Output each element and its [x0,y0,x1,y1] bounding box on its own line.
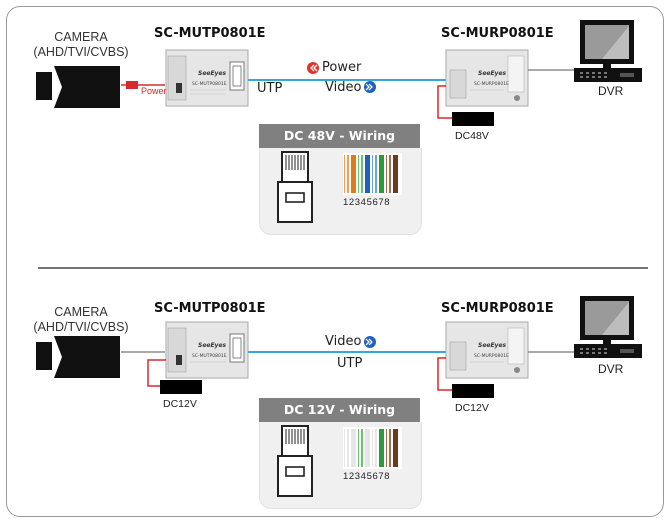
power-connector [126,81,138,89]
video-signal-label: Video [325,80,362,95]
wire-color-pattern [343,427,402,469]
transmitter-device [165,321,249,379]
camera-label-line1: CAMERA [54,30,108,44]
rx-power-wire [437,357,452,391]
double-chevron-right-icon [364,81,376,93]
camera-label: CAMERA (AHD/TVI/CVBS) [26,305,136,335]
double-chevron-right-icon [364,336,376,348]
rx-brand: SeeEyes [478,342,507,349]
transmitter-device [165,49,249,107]
rx-power-label: DC48V [455,130,489,142]
camera-icon [36,66,120,108]
rx-brand: SeeEyes [478,70,507,77]
utp-cable-label: UTP [337,356,363,371]
rx-model: SC-MURP0801E [474,82,509,87]
tx-title: SC-MUTP0801E [154,26,266,41]
wiring-pin-numbers-bottom: 12345678 [343,471,391,482]
rx-power-supply [452,384,494,398]
video-signal-label: Video [325,334,362,349]
rj45-connector-icon [277,425,313,497]
dvr-label: DVR [598,84,624,98]
rx-title: SC-MURP0801E [441,26,554,41]
camera-icon [36,336,120,378]
rx-power-label: DC12V [455,402,489,414]
double-chevron-left-icon [307,62,319,74]
camera-label-line1: CAMERA [54,305,108,319]
dvr-icon [574,296,642,358]
rx-power-wire [437,85,452,119]
camera-label-line2: (AHD/TVI/CVBS) [33,45,129,59]
dvr-label: DVR [598,362,624,376]
tx-power-wire [147,359,166,387]
receiver-device [445,49,529,107]
camera-power-tag: Power [141,86,167,96]
wire-color-pattern [343,153,402,195]
tx-model: SC-MUTP0801E [192,82,227,87]
tx-brand: SeeEyes [198,342,227,349]
wiring-pin-numbers-top: 12345678 [343,197,391,208]
utp-cable-label: UTP [257,81,283,96]
receiver-device [445,321,529,379]
tx-power-supply [160,380,202,394]
tx-title: SC-MUTP0801E [154,301,266,316]
tx-power-label: DC12V [163,398,197,410]
rx-title: SC-MURP0801E [441,301,554,316]
dvr-icon [574,20,642,82]
rx-power-supply [452,112,494,126]
rj45-connector-icon [277,151,313,223]
camera-label-line2: (AHD/TVI/CVBS) [33,320,129,334]
tx-brand: SeeEyes [198,70,227,77]
rx-model: SC-MURP0801E [474,354,509,359]
tx-model: SC-MUTP0801E [192,354,227,359]
power-signal-label: Power [322,60,362,75]
camera-label: CAMERA (AHD/TVI/CVBS) [26,30,136,60]
